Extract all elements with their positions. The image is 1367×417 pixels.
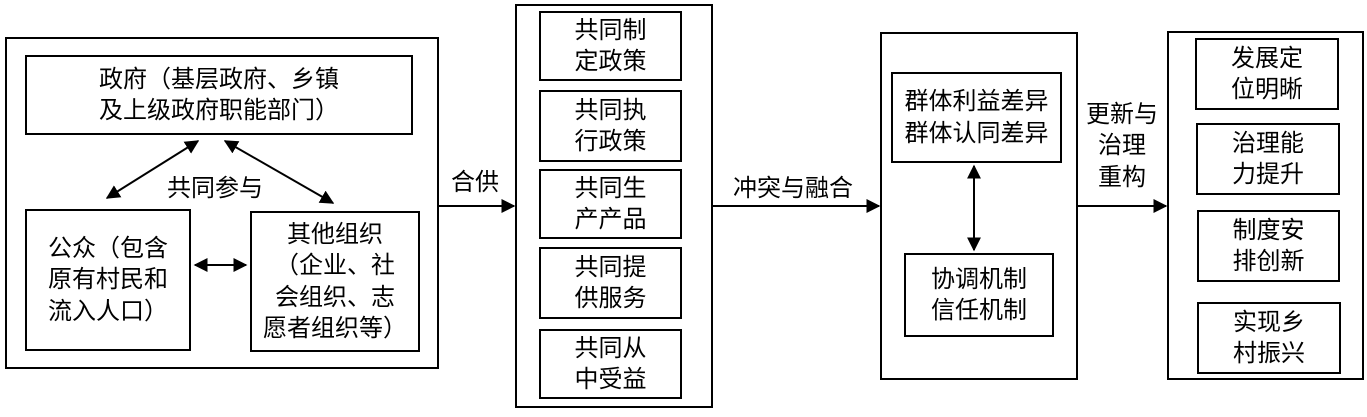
co-action-production: 共同生 产产品	[539, 169, 682, 239]
joint-participation-label: 共同参与	[167, 174, 263, 202]
renewal-governance-label: 更新与 治理 重构	[1086, 100, 1158, 191]
outcome-governance-capacity: 治理能 力提升	[1196, 123, 1340, 195]
outcome-institutional-innovation: 制度安 排创新	[1197, 210, 1340, 282]
conflict-fusion-label: 冲突与融合	[733, 174, 853, 202]
co-action-policy-execution: 共同执 行政策	[539, 90, 682, 162]
outcome-rural-revitalization: 实现乡 村振兴	[1197, 302, 1341, 374]
other-orgs-box: 其他组织 （企业、社 会组织、志 愿者组织等）	[250, 211, 420, 352]
outcome-clear-positioning: 发展定 位明晰	[1195, 38, 1339, 110]
public-box: 公众（包含 原有村民和 流入人口）	[25, 209, 191, 351]
group-differences-box: 群体利益差异 群体认同差异	[891, 72, 1062, 163]
co-action-policy-making: 共同制 定政策	[539, 11, 682, 81]
coordination-mechanisms-box: 协调机制 信任机制	[904, 253, 1054, 337]
co-action-service: 共同提 供服务	[539, 247, 682, 319]
government-box: 政府（基层政府、乡镇 及上级政府职能部门）	[25, 55, 413, 135]
co-supply-label: 合供	[451, 168, 499, 196]
co-action-benefit: 共同从 中受益	[539, 329, 682, 399]
